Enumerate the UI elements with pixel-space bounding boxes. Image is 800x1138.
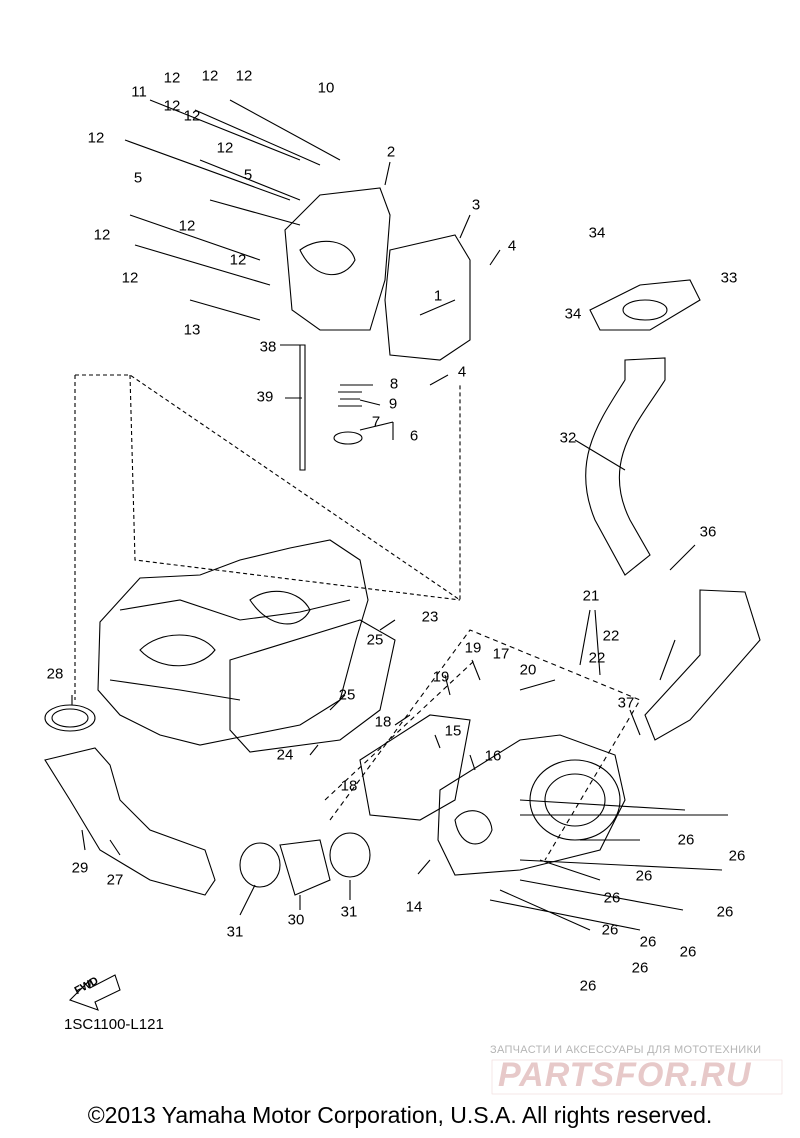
callout-number: 23 — [421, 608, 439, 626]
watermark-tagline: ЗАПЧАСТИ И АКСЕССУАРЫ ДЛЯ МОТОТЕХНИКИ — [490, 1044, 762, 1056]
callout-number: 7 — [371, 413, 381, 431]
callout-number: 34 — [588, 224, 606, 242]
callout-number: 9 — [388, 395, 398, 413]
callout-number: 26 — [728, 847, 746, 865]
duct-left-drawing — [44, 747, 216, 896]
plate-drawing — [359, 714, 471, 821]
callout-number: 31 — [226, 923, 244, 941]
callout-number: 12 — [87, 129, 105, 147]
copyright-notice: ©2013 Yamaha Motor Corporation, U.S.A. A… — [87, 1102, 713, 1128]
callout-number: 12 — [235, 67, 253, 85]
callout-number: 31 — [340, 903, 358, 921]
callout-number: 37 — [617, 694, 635, 712]
gasket-drawing — [229, 619, 396, 753]
watermark-logo: PARTSFOR.RU — [498, 1056, 752, 1094]
callout-number: 5 — [133, 169, 143, 187]
crankcase-drawing — [97, 539, 369, 746]
callout-number: 2 — [386, 143, 396, 161]
side-cover-drawing — [284, 187, 391, 331]
callout-number: 12 — [183, 107, 201, 125]
callout-number: 20 — [519, 661, 537, 679]
callout-number: 26 — [635, 867, 653, 885]
callout-number: 17 — [492, 645, 510, 663]
callout-number: 16 — [484, 747, 502, 765]
callout-number: 4 — [507, 237, 517, 255]
callout-number: 26 — [601, 921, 619, 939]
duct-upper-drawing — [585, 357, 666, 576]
duct-lower-drawing — [644, 589, 761, 741]
callout-number: 26 — [579, 977, 597, 995]
callout-number: 30 — [287, 911, 305, 929]
callout-number: 22 — [602, 627, 620, 645]
callout-number: 39 — [256, 388, 274, 406]
callout-number: 19 — [432, 668, 450, 686]
callout-number: 29 — [71, 859, 89, 877]
callout-number: 18 — [374, 713, 392, 731]
callout-number: 33 — [720, 269, 738, 287]
callout-number: 12 — [201, 67, 219, 85]
callout-number: 13 — [183, 321, 201, 339]
callout-number: 14 — [405, 898, 423, 916]
clutch-cover-drawing — [437, 734, 626, 876]
fwd-arrow-drawing — [68, 974, 121, 1011]
watermark-logo-frame — [491, 1059, 783, 1095]
callout-number: 24 — [276, 746, 294, 764]
callout-number: 12 — [121, 269, 139, 287]
callout-number: 1 — [433, 287, 443, 305]
callout-number: 12 — [178, 217, 196, 235]
callout-number: 12 — [229, 251, 247, 269]
callout-number: 36 — [699, 523, 717, 541]
callout-number: 22 — [588, 649, 606, 667]
callout-number: 34 — [564, 305, 582, 323]
cover-gasket-drawing — [384, 234, 471, 361]
callout-number: 8 — [389, 375, 399, 393]
callout-number: 26 — [631, 959, 649, 977]
callout-number: 21 — [582, 587, 600, 605]
callout-number: 12 — [93, 226, 111, 244]
callout-number: 12 — [216, 139, 234, 157]
callout-number: 27 — [106, 871, 124, 889]
callout-number: 28 — [46, 665, 64, 683]
callout-number: 6 — [409, 427, 419, 445]
callout-number: 4 — [457, 363, 467, 381]
callout-number: 25 — [338, 686, 356, 704]
callout-number: 26 — [677, 831, 695, 849]
callout-number: 38 — [259, 338, 277, 356]
callout-number: 11 — [131, 83, 147, 101]
callout-number: 12 — [163, 97, 181, 115]
callout-number: 32 — [559, 429, 577, 447]
callout-number: 5 — [243, 166, 253, 184]
callout-number: 25 — [366, 631, 384, 649]
callout-number: 10 — [317, 79, 335, 97]
callout-number: 18 — [340, 777, 358, 795]
callout-number: 26 — [603, 889, 621, 907]
callout-number: 3 — [471, 196, 481, 214]
callout-number: 26 — [679, 943, 697, 961]
callout-number: 19 — [464, 639, 482, 657]
callout-number: 15 — [444, 722, 462, 740]
callout-number: 12 — [163, 69, 181, 87]
diagram-code: 1SC1100-L121 — [64, 1016, 164, 1033]
callout-number: 26 — [716, 903, 734, 921]
filter-plate-drawing — [589, 279, 701, 331]
callout-number: 26 — [639, 933, 657, 951]
